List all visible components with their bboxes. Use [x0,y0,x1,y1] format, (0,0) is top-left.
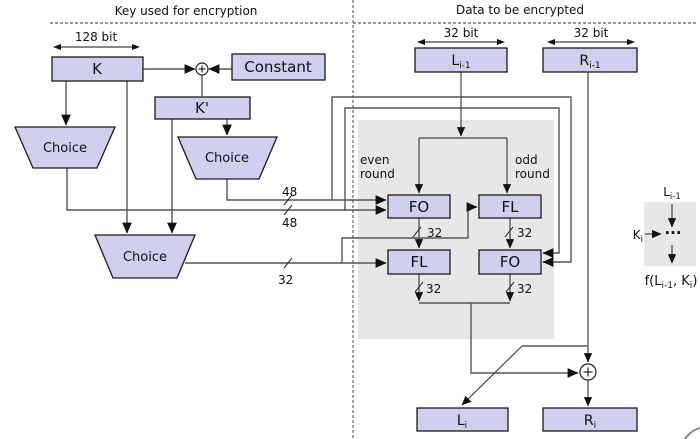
bus32-fl-top-label: 32 [517,226,532,240]
l-output-label: Li [457,413,467,431]
r-to-l-output-diagonal [461,345,523,406]
bus32-fo-bottom-label: 32 [517,282,532,296]
dimension-arrowheads [53,39,635,50]
odd-round-label-1: odd [515,153,538,167]
even-round-label-2: round [360,167,395,181]
l-output-box [416,407,509,432]
even-round-label-1: even [360,153,389,167]
choice-mid-trapezoid [177,136,278,180]
choice-mid-label: Choice [205,151,249,166]
bus-width-ticks [283,194,515,293]
corner-arc-decoration [683,426,700,439]
fl-top-box [478,194,542,219]
choice-left-label: Choice [43,141,87,156]
bus48-top-label: 48 [282,185,297,199]
key-width-label: 128 bit [75,30,118,44]
fo-bottom-label: FO [500,253,520,271]
r-input-label: Ri-1 [579,53,600,71]
key-kprime-label: K' [195,99,209,117]
odd-round-label-2: round [515,167,550,181]
legend-output-label: f(Li-1, Ki) [645,274,698,291]
bus48-bottom-branch-line [344,107,560,258]
legend-ellipsis: ··· [664,224,681,242]
bus48-top-line [226,179,387,205]
fl-top-label: FL [502,198,520,216]
fo-bottom-box [478,249,542,275]
left-section-title: Key used for encryption [115,4,258,18]
bus48-top-branch-line [331,96,572,267]
right-section-title: Data to be encrypted [456,3,584,17]
choice-left-trapezoid [14,126,116,169]
dimension-arrows [56,41,632,48]
section-dividers [50,0,698,439]
key-kprime-box [154,96,251,120]
fo-top-box [387,194,451,219]
bus48-bottom-label: 48 [282,216,297,230]
key-k-label: K [92,60,103,78]
choice-low-trapezoid [94,234,196,279]
xor-nodes [195,62,597,381]
bus32-fl-bottom-label: 32 [426,282,441,296]
bus32-fo-top-label: 32 [427,226,442,240]
l-input-box [414,47,508,73]
bus32-label: 32 [278,273,293,287]
left-data-width-label: 32 bit [444,26,479,40]
constant-label: Constant [244,58,312,76]
fo-top-label: FO [409,198,429,216]
right-data-width-label: 32 bit [574,26,609,40]
l-input-label: Li-1 [451,53,470,71]
constant-box [231,53,326,81]
r-input-box [542,47,638,73]
legend-key-label: Ki [633,228,643,245]
choice-low-label: Choice [123,250,167,265]
bus48-bottom-line [66,168,387,215]
key-k-box [51,56,144,82]
fl-bottom-label: FL [411,253,429,271]
fl-bottom-box [387,249,451,275]
r-output-label: Ri [584,413,596,431]
legend-input-label: Li-1 [663,185,681,202]
bus32-branch-line [341,202,478,263]
r-output-box [542,407,638,432]
flowchart-shapes [14,47,638,432]
f-output-to-xor-line [470,303,579,378]
